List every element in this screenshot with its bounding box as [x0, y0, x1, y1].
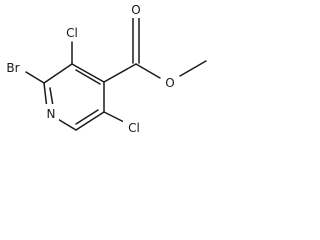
bond-c4-carbonyl-c [103, 63, 137, 83]
bond-c3-c4-inner [75, 69, 101, 85]
bond-n-c2-inner [49, 87, 54, 107]
atom-label-o-ester: O [165, 76, 174, 90]
bond-c5-cl [103, 111, 125, 123]
bond-c5-c6-inner [75, 109, 99, 125]
atom-labels: Br Cl N Cl O O [2, 1, 179, 136]
atom-label-o-carbonyl: O [131, 3, 140, 17]
atom-label-cl-5: Cl [128, 121, 140, 135]
bond-c5-c6 [75, 111, 105, 131]
structure-diagram: Br Cl N Cl O O [2, 1, 207, 136]
atom-label-br: Br [6, 61, 19, 75]
bond-o-methyl [179, 60, 207, 77]
bond-c2-br [25, 71, 45, 84]
atom-label-n: N [47, 107, 56, 121]
bond-c-o-ester [135, 63, 161, 79]
bond-c6-n [55, 117, 77, 131]
bond-c3-c4 [71, 63, 105, 83]
bond-c2-c3 [43, 63, 73, 84]
bond-group [25, 17, 207, 131]
atom-label-cl-3: Cl [66, 26, 78, 40]
